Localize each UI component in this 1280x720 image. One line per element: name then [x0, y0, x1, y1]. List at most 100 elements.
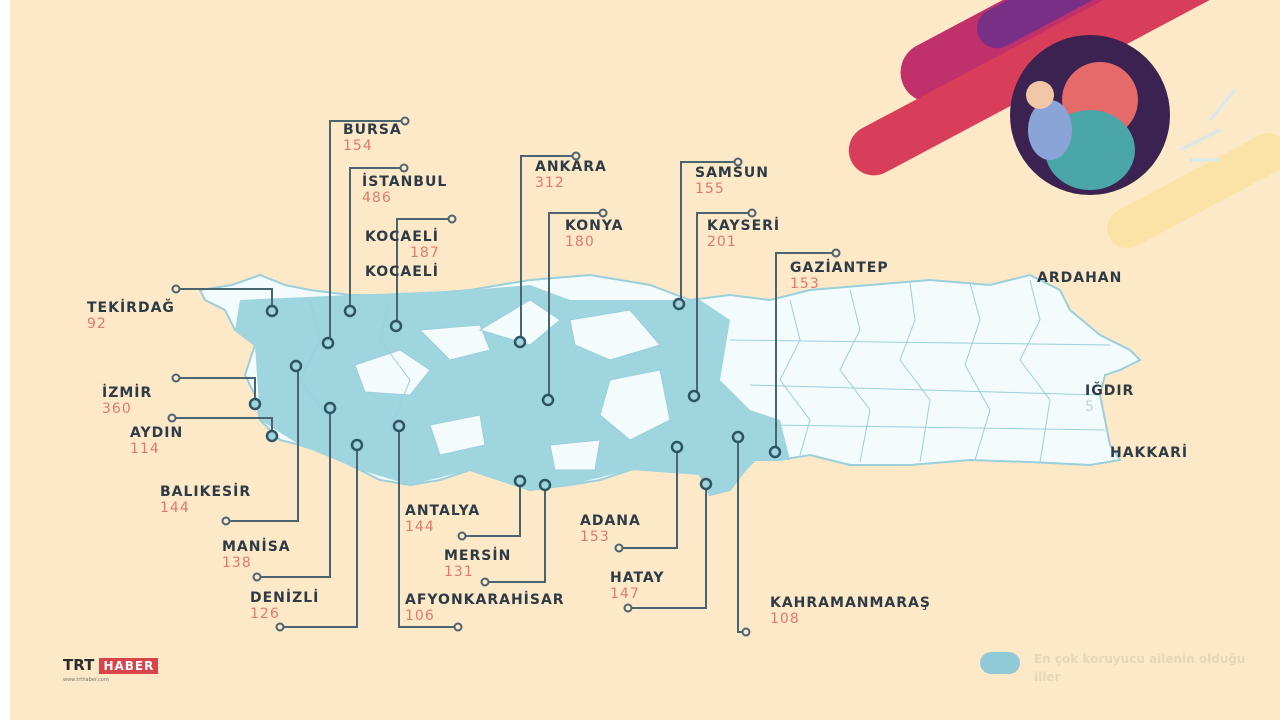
label-mani̇sa: MANİSA [222, 539, 291, 555]
value-mersi̇n: 131 [444, 564, 474, 580]
label-mersi̇n: MERSİN [444, 548, 512, 564]
province-marker-kahramanmaraş[interactable] [731, 430, 745, 444]
province-borders [299, 279, 1111, 463]
label-kahramanmaraş: KAHRAMANMARAŞ [770, 595, 931, 611]
value-bursa: 154 [343, 138, 373, 154]
leader-line [628, 484, 707, 609]
leader-anchor [457, 531, 467, 541]
value-adana: 153 [580, 529, 610, 545]
province-marker-samsun[interactable] [672, 297, 686, 311]
leader-anchor [400, 116, 410, 126]
province-marker-kocaeli̇[interactable] [389, 319, 403, 333]
province-marker-hatay[interactable] [699, 477, 713, 491]
leader-anchor [733, 157, 743, 167]
legend: En çok koruyucu ailenin olduğu iller [980, 650, 1254, 686]
province-marker-teki̇rdağ[interactable] [265, 304, 279, 318]
leader-anchor [167, 413, 177, 423]
value-konya: 180 [565, 234, 595, 250]
province-marker-i̇stanbul[interactable] [343, 304, 357, 318]
value-aydin: 114 [130, 441, 160, 457]
value-afyonkarahi̇sar: 106 [405, 608, 435, 624]
label-antalya: ANTALYA [405, 503, 481, 519]
province-marker-i̇zmi̇r[interactable] [248, 397, 262, 411]
leader-anchor [598, 208, 608, 218]
label-adana: ADANA [580, 513, 641, 529]
leader-line [176, 288, 273, 311]
province-marker-aydin[interactable] [265, 429, 279, 443]
leader-anchor [741, 627, 751, 637]
label-samsun: SAMSUN [695, 165, 770, 181]
leader-anchor [571, 151, 581, 161]
leader-anchor [447, 214, 457, 224]
value-samsun: 155 [695, 181, 725, 197]
value-ankara: 312 [535, 175, 565, 191]
label-hatay: HATAY [610, 570, 665, 586]
province-marker-mersi̇n[interactable] [538, 478, 552, 492]
leader-anchor [221, 516, 231, 526]
leader-lines [167, 116, 841, 637]
province-marker-kayseri̇[interactable] [687, 389, 701, 403]
illustration-mother-child [848, 0, 1280, 249]
province-marker-balikesi̇r[interactable] [289, 359, 303, 373]
legend-swatch [980, 652, 1020, 674]
value-hatay: 147 [610, 586, 640, 602]
leader-anchor [623, 603, 633, 613]
province-marker-afyonkarahi̇sar[interactable] [392, 419, 406, 433]
value-kocaeli̇: 187 [410, 245, 440, 261]
province-marker-gazi̇antep[interactable] [768, 445, 782, 459]
province-marker-adana[interactable] [670, 440, 684, 454]
leader-anchor [275, 622, 285, 632]
label-deni̇zli̇: DENİZLİ [250, 590, 320, 606]
non-highlighted-provinces [354, 299, 671, 471]
label-kocaeli̇: KOCAELİ [365, 229, 439, 245]
logo-haber: HABER [99, 658, 159, 674]
leader-anchor [453, 622, 463, 632]
leader-line [398, 426, 458, 628]
leader-anchor [747, 208, 757, 218]
leader-anchor [480, 577, 490, 587]
legend-text: En çok koruyucu ailenin olduğu iller [1034, 652, 1246, 684]
leader-line [462, 481, 521, 537]
province-marker-konya[interactable] [541, 393, 555, 407]
label-afyonkarahi̇sar: AFYONKARAHİSAR [405, 592, 565, 608]
label-ardahan: ARDAHAN [1037, 270, 1123, 286]
province-marker-deni̇zli̇[interactable] [350, 438, 364, 452]
label-balikesi̇r: BALIKESİR [160, 484, 252, 500]
label-hakkari: HAKKARİ [1110, 445, 1189, 461]
kocaeli-ghost-label: KOCAELİ [365, 264, 439, 280]
label-bursa: BURSA [343, 122, 402, 138]
leader-line [280, 445, 358, 628]
leader-anchor [614, 543, 624, 553]
value-kayseri̇: 201 [707, 234, 737, 250]
label-teki̇rdağ: TEKİRDAĞ [87, 300, 175, 316]
value-teki̇rdağ: 92 [87, 316, 107, 332]
leader-line [485, 485, 546, 583]
leader-anchor [171, 284, 181, 294]
label-igdir: IĞDIR [1085, 383, 1135, 399]
value-mani̇sa: 138 [222, 555, 252, 571]
value-antalya: 144 [405, 519, 435, 535]
value-kahramanmaraş: 108 [770, 611, 800, 627]
value-balikesi̇r: 144 [160, 500, 190, 516]
province-marker-antalya[interactable] [513, 474, 527, 488]
label-i̇stanbul: İSTANBUL [362, 174, 448, 190]
label-konya: KONYA [565, 218, 624, 234]
province-marker-ankara[interactable] [513, 335, 527, 349]
label-i̇zmi̇r: İZMİR [102, 385, 153, 401]
leader-anchor [252, 572, 262, 582]
label-aydin: AYDIN [130, 425, 184, 441]
trt-haber-logo: TRT HABER www.trthaber.com [63, 655, 159, 683]
leader-line [349, 167, 404, 311]
value-deni̇zli̇: 126 [250, 606, 280, 622]
province-marker-mani̇sa[interactable] [323, 401, 337, 415]
leader-anchor [171, 373, 181, 383]
leader-line [176, 377, 256, 404]
leader-anchor [831, 248, 841, 258]
province-marker-bursa[interactable] [321, 336, 335, 350]
value-i̇stanbul: 486 [362, 190, 392, 206]
logo-trt: TRT [63, 656, 95, 674]
value-igdir: 5 [1085, 399, 1095, 415]
leader-line [257, 408, 331, 578]
label-ankara: ANKARA [535, 159, 607, 175]
